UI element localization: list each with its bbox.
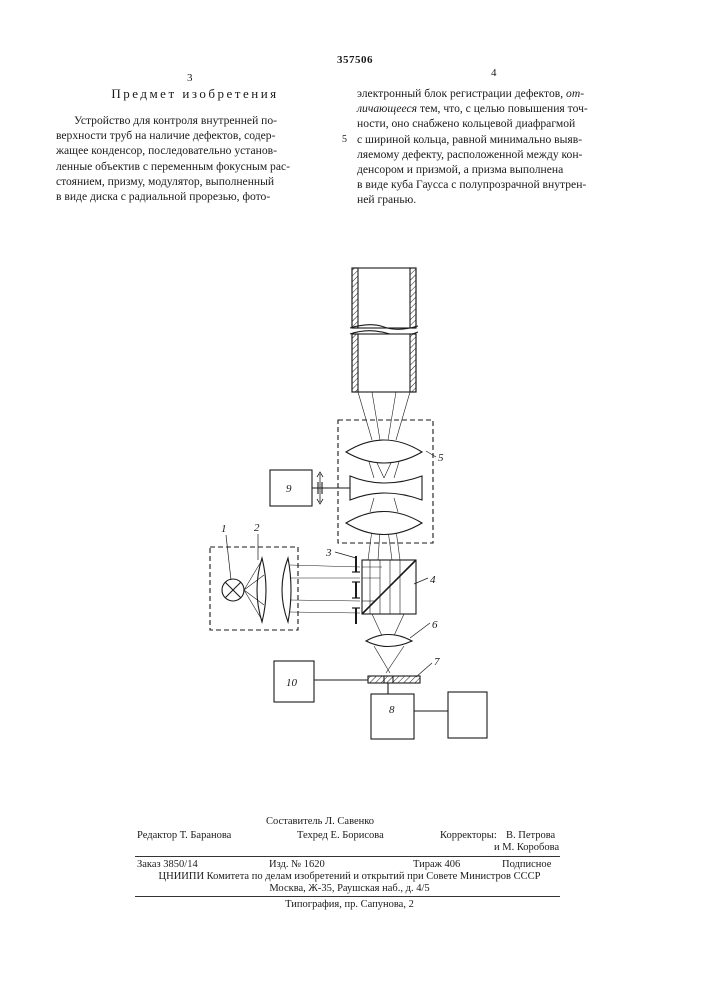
- address-line: Москва, Ж-35, Раушская наб., д. 4/5: [137, 883, 562, 894]
- label-1: 1: [221, 523, 227, 535]
- objective-lens-upper: [346, 440, 422, 463]
- objective-lens-middle: [350, 476, 422, 500]
- annular-diaphragm-3: [352, 556, 360, 624]
- photoelectronic-block-8: [371, 694, 414, 739]
- objective-lens-lower: [346, 512, 422, 535]
- label-6: 6: [432, 619, 438, 631]
- institute-line: ЦНИИПИ Комитета по делам изобретений и о…: [137, 871, 562, 882]
- editor-line: Редактор Т. Баранова: [137, 830, 231, 841]
- order-number: Заказ 3850/14: [137, 859, 198, 870]
- label-3: 3: [325, 547, 332, 559]
- focusing-lens-6: [366, 635, 412, 647]
- label-4: 4: [430, 574, 436, 586]
- condenser-lens-b: [282, 558, 291, 622]
- publication-number: Изд. № 1620: [269, 859, 325, 870]
- techred-line: Техред Е. Борисова: [297, 830, 384, 841]
- condenser-lens-a: [257, 558, 266, 622]
- printing-house: Типография, пр. Сапунова, 2: [137, 899, 562, 910]
- label-7: 7: [434, 656, 440, 668]
- footer-rule-bottom: [135, 896, 560, 897]
- modulator-disk-7: [368, 676, 420, 683]
- correctors-label: Корректоры:: [440, 830, 497, 841]
- circulation: Тираж 406: [413, 859, 460, 870]
- compiler-line: Составитель Л. Савенко: [266, 816, 374, 827]
- label-9: 9: [286, 483, 292, 495]
- corrector-1: В. Петрова: [506, 830, 555, 841]
- label-2: 2: [254, 522, 260, 534]
- footer-rule-top: [135, 856, 560, 857]
- registration-block: [448, 692, 487, 738]
- label-8: 8: [389, 704, 395, 716]
- corrector-2: и М. Коробова: [494, 842, 559, 853]
- pipe-tube: [350, 268, 418, 392]
- label-5: 5: [438, 452, 444, 464]
- subscription-note: Подписное: [502, 859, 551, 870]
- label-10: 10: [286, 677, 298, 689]
